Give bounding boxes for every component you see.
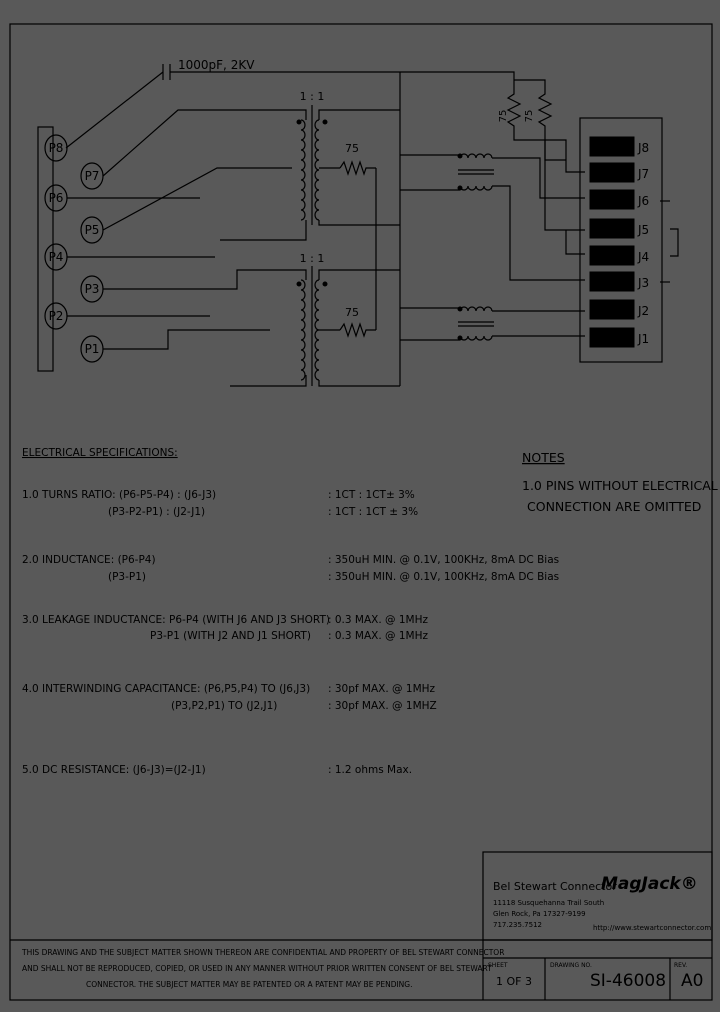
pin-label-j5: J5 [637,223,649,237]
specs-heading: ELECTRICAL SPECIFICATIONS: [22,447,178,459]
spec-5-value-1: : 1.2 ohms Max. [328,764,412,776]
pin-j2 [589,299,635,320]
pin-p8 [44,134,68,162]
choke-bottom [400,306,585,341]
spec-2-label-2: (P3-P1) [108,571,146,583]
pin-label-p5: P5 [85,223,100,237]
spec-3-label-2: P3-P1 (WITH J2 AND J1 SHORT) [150,630,311,642]
spec-4-value-2: : 30pf MAX. @ 1MHZ [328,700,437,712]
revision: A0 [681,971,703,991]
drawing-number: SI-46008 [590,971,666,991]
transformer-bottom: 1 : 1 [296,252,400,387]
spec-3-value-1: : 0.3 MAX. @ 1MHz [328,614,428,626]
transformer-top-ratio: 1 : 1 [300,90,325,103]
pin-j6 [589,189,635,210]
spec-2-value-1: : 350uH MIN. @ 0.1V, 100KHz, 8mA DC Bias [328,554,559,566]
pin-label-j4: J4 [637,250,649,264]
drawing-no-label: DRAWING NO. [550,962,592,969]
resistor-vertical-right: 75 [514,79,585,255]
spec-1-value-1: : 1CT : 1CT± 3% [328,489,415,501]
pin-label-p2: P2 [49,309,64,323]
notes-line-1: 1.0 PINS WITHOUT ELECTRICAL [522,478,718,493]
spec-5-label-1: 5.0 DC RESISTANCE: (J6-J3)=(J2-J1) [22,764,206,776]
resistor-top: 75 [339,142,376,176]
spec-1-value-2: : 1CT : 1CT ± 3% [328,506,418,518]
pin-j5 [589,218,635,239]
notes: NOTES 1.0 PINS WITHOUT ELECTRICAL CONNEC… [522,450,718,514]
spec-4-label-1: 4.0 INTERWINDING CAPACITANCE: (P6,P5,P4)… [22,683,310,695]
pin-j1 [589,327,635,348]
pin-label-p1: P1 [85,342,100,356]
pin-j7 [589,162,635,183]
p-connector-body [37,126,54,372]
company-name: Bel Stewart Connector [493,880,617,893]
capacitor-label: 1000pF, 2KV [178,58,255,72]
pin-label-j6: J6 [637,194,649,208]
sheet-border [9,23,713,1001]
pin-label-p8: P8 [49,141,64,155]
disclaimer-line-1: THIS DRAWING AND THE SUBJECT MATTER SHOW… [21,948,504,957]
rev-label: REV. [674,962,687,969]
pin-label-j1: J1 [637,332,649,346]
notes-line-2: CONNECTION ARE OMITTED [527,499,701,514]
resistor-vert-left-label: 75 [498,110,509,123]
j-connector-body [579,117,663,363]
pin-label-j2: J2 [637,304,649,318]
company-address-2: Glen Rock, Pa 17327-9199 [493,910,586,918]
pin-label-j8: J8 [637,141,649,155]
pin-label-j3: J3 [637,276,649,290]
pin-label-p3: P3 [85,282,100,296]
spec-3-value-2: : 0.3 MAX. @ 1MHz [328,630,428,642]
resistor-bottom: 75 [339,306,376,338]
electrical-specifications: ELECTRICAL SPECIFICATIONS: 1.0 TURNS RAT… [22,447,559,776]
choke-top [400,153,585,281]
pin-label-p6: P6 [49,191,64,205]
company-address-1: 11118 Susquehanna Trail South [493,899,604,907]
resistor-vertical-left: 75 [498,90,585,173]
pin-j3 [589,271,635,292]
magjack-logo: MagJack® [601,874,698,894]
company-url: http://www.stewartconnector.com [593,924,711,932]
transformer-bottom-ratio: 1 : 1 [300,252,325,265]
pin-j4 [589,245,635,266]
spec-1-label-1: 1.0 TURNS RATIO: (P6-P5-P4) : (J6-J3) [22,489,216,501]
spec-4-value-1: : 30pf MAX. @ 1MHz [328,683,436,695]
resistor-vert-right-label: 75 [524,110,535,123]
spec-4-label-2: (P3,P2,P1) TO (J2,J1) [171,700,277,712]
pin-label-p7: P7 [85,169,100,183]
disclaimer-line-2: AND SHALL NOT BE REPRODUCED, COPIED, OR … [22,964,492,973]
resistor-bottom-label: 75 [345,306,359,319]
title-block: Bel Stewart Connector 11118 Susquehanna … [10,851,713,1000]
pin-j8 [589,136,635,157]
sheet-value: 1 OF 3 [496,975,532,988]
p-wires [67,109,307,387]
spec-2-value-2: : 350uH MIN. @ 0.1V, 100KHz, 8mA DC Bias [328,571,559,583]
pin-label-p4: P4 [49,250,64,264]
spec-1-label-2: (P3-P2-P1) : (J2-J1) [108,506,205,518]
company-phone: 717.235.7512 [493,921,542,929]
pin-label-j7: J7 [637,167,649,181]
notes-heading: NOTES [522,450,565,465]
capacitor: 1000pF, 2KV [65,58,515,149]
sheet-label: SHEET [488,962,508,969]
disclaimer-line-3: CONNECTOR. THE SUBJECT MATTER MAY BE PAT… [86,980,412,989]
j-side-marks [660,200,679,283]
p-pins: P8 P6 P4 P2 P7 P5 P3 P1 [44,134,104,363]
spec-3-label-1: 3.0 LEAKAGE INDUCTANCE: P6-P4 (WITH J6 A… [22,614,330,626]
j-pins: J8 J7 J6 J5 J4 J3 J2 J1 [589,136,649,348]
transformer-top: 1 : 1 [296,90,400,226]
resistor-top-label: 75 [345,142,359,155]
spec-2-label-1: 2.0 INDUCTANCE: (P6-P4) [22,554,156,566]
